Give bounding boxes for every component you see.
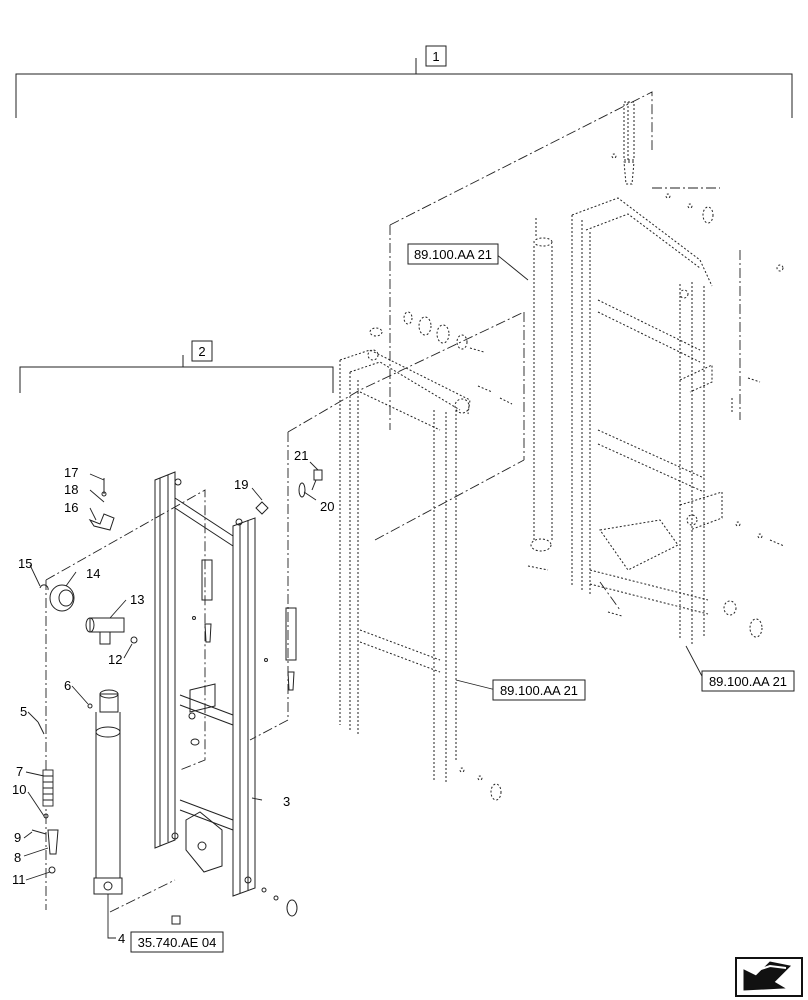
ref-box-lift-cylinder[interactable]: 35.740.AE 04 (130, 931, 224, 953)
inner-mast (154, 471, 256, 897)
part-number-6: 6 (64, 678, 71, 693)
lift-cylinder (93, 689, 123, 895)
callout-group-1: 1 (432, 49, 439, 64)
leader-lines (23, 253, 705, 939)
reference-callouts: 89.100.AA 21 89.100.AA 21 89.100.AA 21 3… (130, 243, 795, 953)
svg-text:89.100.AA 21: 89.100.AA 21 (709, 674, 787, 689)
middle-mast-hardware (369, 311, 513, 801)
outer-mast-chain (611, 101, 635, 185)
part-number-labels: 17 18 16 15 14 13 12 6 5 7 10 9 8 11 4 3… (12, 448, 334, 946)
part-number-13: 13 (130, 592, 144, 607)
callout-group-2: 2 (198, 344, 205, 359)
group-1-bracket: 1 (15, 45, 793, 118)
part-number-15: 15 (18, 556, 32, 571)
inner-mast-bottom-hardware (171, 887, 298, 925)
next-page-arrow-icon[interactable] (735, 957, 803, 997)
inner-mast-top-hardware (255, 469, 323, 515)
group-2-bracket: 2 (19, 340, 334, 393)
freelift-cylinder (527, 218, 553, 571)
middle-mast (339, 349, 471, 784)
svg-text:89.100.AA 21: 89.100.AA 21 (500, 683, 578, 698)
assembly-lines (45, 91, 741, 913)
part-number-16: 16 (64, 500, 78, 515)
part-number-11: 11 (12, 872, 26, 887)
part-number-17: 17 (64, 465, 78, 480)
part-number-20: 20 (320, 499, 334, 514)
part-number-7: 7 (16, 764, 23, 779)
part-number-10: 10 (12, 782, 26, 797)
ref-box-freelift-cylinder[interactable]: 89.100.AA 21 (407, 243, 499, 265)
part-number-14: 14 (86, 566, 100, 581)
svg-text:89.100.AA 21: 89.100.AA 21 (414, 247, 492, 262)
part-number-4: 4 (118, 931, 125, 946)
inner-mast-chains (190, 559, 297, 746)
part-number-8: 8 (14, 850, 21, 865)
outer-mast-hardware (607, 193, 785, 638)
ref-box-middle-mast[interactable]: 89.100.AA 21 (492, 679, 586, 701)
part-number-3: 3 (283, 794, 290, 809)
svg-text:35.740.AE 04: 35.740.AE 04 (138, 935, 217, 950)
part-number-19: 19 (234, 477, 248, 492)
part-number-21: 21 (294, 448, 308, 463)
outer-mast (571, 197, 723, 644)
lift-cylinder-parts (31, 478, 138, 874)
ref-box-outer-mast[interactable]: 89.100.AA 21 (701, 670, 795, 692)
part-number-9: 9 (14, 830, 21, 845)
part-number-5: 5 (20, 704, 27, 719)
part-number-18: 18 (64, 482, 78, 497)
part-number-12: 12 (108, 652, 122, 667)
